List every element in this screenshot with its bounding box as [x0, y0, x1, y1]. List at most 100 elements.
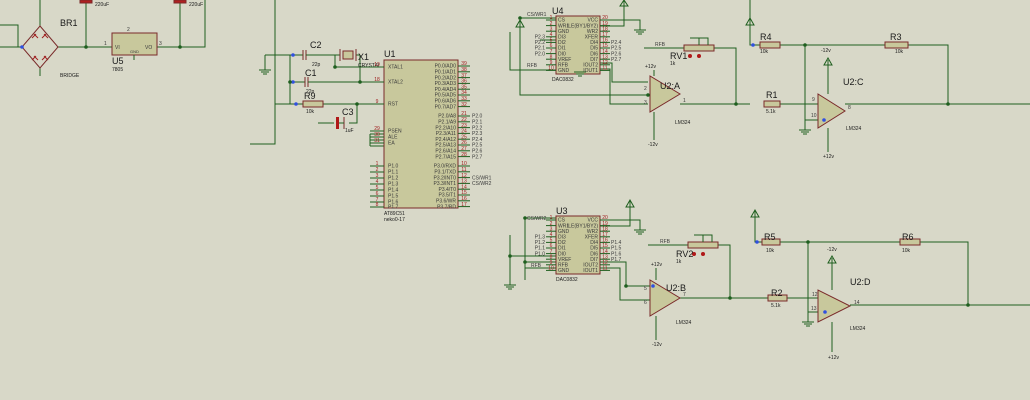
- net-label: P2.0: [472, 114, 483, 120]
- pin-name: P1.2: [388, 176, 399, 182]
- pin-number: 9: [550, 260, 553, 266]
- regulator-7805[interactable]: U5 7805 VI VO GND 1 3 2: [104, 27, 162, 73]
- pin-number: 6: [376, 191, 379, 197]
- pin-name: P0.7/AD7: [435, 104, 457, 110]
- pin-name: CS: [558, 18, 566, 24]
- pin-number: 38: [461, 67, 467, 73]
- opamp-c-vneg: +12v: [823, 154, 834, 160]
- pin-number: 29: [374, 126, 380, 132]
- c3-ref: C3: [342, 107, 354, 117]
- opamp-u2a[interactable]: U2:A LM324 +12v -12v 2 3 1: [644, 64, 691, 148]
- dac0832-u3[interactable]: U3 DAC0832 CS/WR2 RFB CS1WR12GND3DI34P1.…: [527, 206, 622, 283]
- pin-number: 31: [374, 138, 380, 144]
- pin-number: 13: [602, 54, 608, 60]
- dac0832-u4[interactable]: U4 DAC0832 CS/WR1 RFB CS1WR12GND3DI34P2.…: [527, 6, 622, 83]
- pin-number: 7: [550, 249, 553, 255]
- net-label: P1.7: [611, 257, 622, 263]
- mcu-at89c51[interactable]: U1 AT89C51 neko0-17 XTAL119XTAL218RST9PS…: [370, 49, 492, 223]
- net-label: P2.0: [535, 51, 546, 57]
- opamp-a-vpos: +12v: [645, 64, 656, 70]
- resistor-r3[interactable]: R3 10k: [884, 32, 909, 55]
- potentiometer-rv1[interactable]: RV1 1k RFB: [655, 37, 715, 67]
- opamp-c-pin-out: 8: [848, 105, 851, 111]
- pin-number: 5: [550, 38, 553, 44]
- pin-name: DI3: [558, 235, 566, 241]
- pin-number: 17: [602, 232, 608, 238]
- potentiometer-rv2[interactable]: RV2 1k RFB: [660, 234, 719, 265]
- r4-value: 10k: [760, 49, 769, 55]
- pin-number: 10: [461, 161, 467, 167]
- pin-name: WR1: [558, 23, 569, 29]
- resistor-r2[interactable]: R2 5.1k: [767, 288, 788, 309]
- pin-name: GND: [558, 268, 570, 274]
- net-label: P1.6: [611, 251, 622, 257]
- pin-number: 39: [461, 61, 467, 67]
- pin-number: 15: [602, 43, 608, 49]
- pin-name: DI2: [558, 240, 566, 246]
- pin-number: 3: [550, 226, 553, 232]
- resistor-r1[interactable]: R1 5.1k: [763, 90, 781, 115]
- pin-number: 36: [461, 79, 467, 85]
- resistor-r6[interactable]: R6 10k: [899, 232, 921, 254]
- pin-name: P2.6/A14: [435, 149, 456, 155]
- capacitor-c3[interactable]: C3 1uF: [336, 107, 354, 134]
- c2-value: 22p: [312, 62, 321, 68]
- regulator-pin2: 2: [127, 27, 130, 33]
- pin-number: 12: [602, 260, 608, 266]
- pin-number: 2: [376, 167, 379, 173]
- pin-name: P3.2/INT0: [433, 175, 456, 181]
- pin-name: P3.0/RXD: [434, 164, 457, 170]
- opamp-d-pin-out: 14: [854, 300, 860, 306]
- pin-number: 27: [461, 146, 467, 152]
- pin-name: DI3: [558, 35, 566, 41]
- pin-name: DI0: [558, 251, 566, 257]
- pin-number: 18: [602, 226, 608, 232]
- pin-number: 6: [550, 243, 553, 249]
- resistor-r5[interactable]: R5 10k: [761, 232, 781, 254]
- pin-name: RST: [388, 102, 398, 108]
- opamp-u2d[interactable]: U2:D LM324 -12v +12v 12 13 14: [811, 247, 871, 361]
- net-label: P2.7: [611, 57, 622, 63]
- junction-dots: [508, 16, 970, 307]
- r1-value: 5.1k: [766, 109, 776, 115]
- pin-number: 1: [550, 15, 553, 21]
- capacitor-in[interactable]: 220uF: [79, 0, 109, 8]
- capacitor-c1[interactable]: C1 22p: [304, 68, 318, 95]
- pin-name: ILE(BY1/BY2): [567, 223, 598, 229]
- probe-marker: [291, 53, 295, 57]
- crystal-x1[interactable]: X1 CRYSTAL: [339, 49, 381, 69]
- net-label: P2.1: [535, 46, 546, 52]
- pin-name: WR1: [558, 223, 569, 229]
- pin-name: VCC: [587, 218, 598, 224]
- net-label: P1.4: [611, 240, 622, 246]
- rv1-ref: RV1: [670, 51, 687, 61]
- pin-name: IOUT1: [583, 68, 598, 74]
- capacitor-c2[interactable]: C2 22p: [302, 40, 322, 68]
- dac1-ref: U4: [552, 6, 564, 16]
- ground-symbol: [259, 69, 271, 75]
- opamp-u2b[interactable]: U2:B LM324 +12v -12v 5 6 7: [644, 262, 692, 348]
- net-label: P1.2: [535, 240, 546, 246]
- resistor-r4[interactable]: R4 10k: [759, 32, 781, 55]
- net-label: P1.0: [535, 251, 546, 257]
- net-label: P2.7: [472, 154, 483, 160]
- pin-name: P1.7: [388, 205, 399, 211]
- resistor-r9[interactable]: R9 10k: [302, 91, 324, 115]
- pin-name: VCC: [587, 18, 598, 24]
- capacitor-out[interactable]: 220uF: [173, 0, 203, 8]
- pin-name: DI1: [558, 46, 566, 52]
- r3-ref: R3: [890, 32, 902, 42]
- pin-number: 5: [550, 238, 553, 244]
- pin-number: 37: [461, 73, 467, 79]
- pin-number: 14: [602, 249, 608, 255]
- regulator-pin-in: VI: [115, 45, 120, 51]
- power-arrows: [515, 0, 837, 264]
- pin-number: 13: [461, 179, 467, 185]
- cap-in-value: 220uF: [95, 2, 109, 8]
- pin-name: P1.4: [388, 188, 399, 194]
- pin-number: 15: [461, 190, 467, 196]
- pin-number: 10: [548, 266, 554, 272]
- bridge-rectifier[interactable]: BR1 BRIDGE: [21, 18, 80, 79]
- pin-name: GND: [558, 229, 570, 235]
